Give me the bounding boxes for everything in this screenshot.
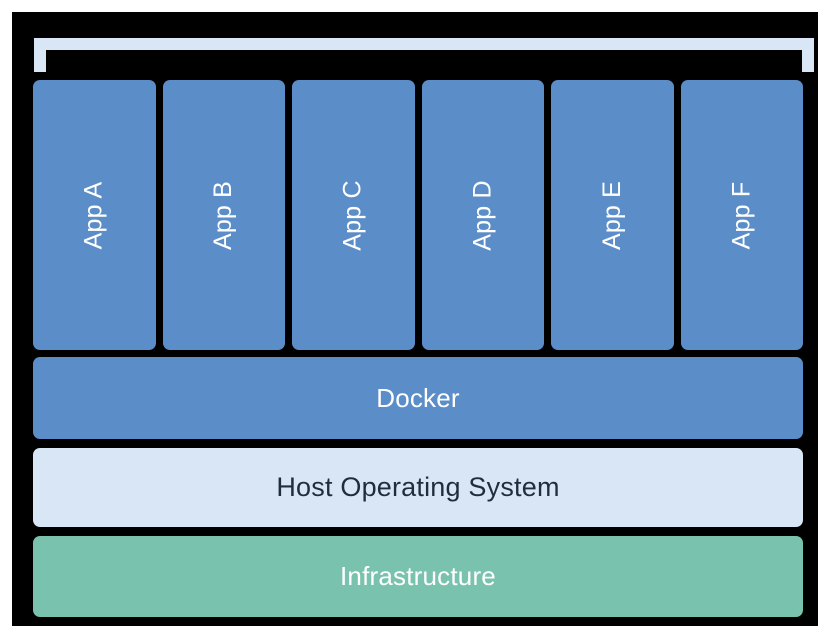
app-box-f: App F	[680, 80, 803, 350]
diagram-canvas: App A App B App C App D App E App F Dock…	[12, 12, 818, 626]
app-label-f: App F	[727, 181, 756, 249]
application-layer-row: App A App B App C App D App E App F	[33, 80, 803, 350]
app-box-d: App D	[421, 80, 544, 350]
app-label-a: App A	[79, 181, 108, 249]
app-box-c: App C	[292, 80, 415, 350]
app-label-c: App C	[338, 179, 367, 251]
container-grouping-bracket	[34, 38, 814, 72]
app-label-d: App D	[468, 179, 497, 251]
layer-docker-label: Docker	[376, 382, 460, 413]
layer-docker: Docker	[33, 357, 803, 439]
layer-host-os-label: Host Operating System	[276, 472, 560, 502]
app-box-a: App A	[33, 80, 156, 350]
layer-infrastructure: Infrastructure	[33, 536, 803, 617]
layer-infrastructure-label: Infrastructure	[340, 561, 496, 591]
app-box-b: App B	[162, 80, 285, 350]
app-label-e: App E	[597, 180, 626, 250]
app-box-e: App E	[551, 80, 674, 350]
layer-host-operating-system: Host Operating System	[33, 448, 803, 527]
app-label-b: App B	[209, 180, 238, 250]
